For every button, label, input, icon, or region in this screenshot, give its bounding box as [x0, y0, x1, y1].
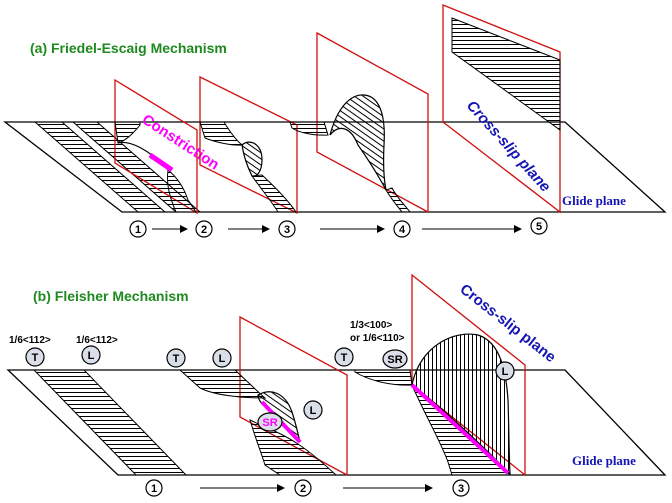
- svg-text:SR: SR: [262, 417, 277, 429]
- glide-plane-label-a: Glide plane: [562, 193, 626, 208]
- svg-text:L: L: [219, 353, 226, 365]
- stage-3-bow-b: [411, 333, 511, 476]
- panel-b-title: (b) Fleisher Mechanism: [33, 288, 189, 304]
- step-circle: [129, 220, 147, 238]
- step-circle: [145, 479, 163, 497]
- stair-rod-highlight-3: [410, 383, 510, 475]
- constriction-highlight: [148, 152, 174, 173]
- stage-5-slipped-band: [451, 17, 561, 131]
- stage-4-bow: [329, 94, 387, 191]
- stage-1-band-a-right: [71, 121, 202, 213]
- step-label: 5: [536, 221, 542, 233]
- step-circle: [294, 479, 312, 497]
- stage-2-ribbon-top: [114, 121, 141, 144]
- svg-text:L: L: [88, 350, 95, 362]
- burgers-vector-top-1: 1/3<100>: [350, 320, 392, 331]
- cross-slip-plane-2: [114, 78, 198, 215]
- partial-t-bubble-3: T: [334, 347, 354, 367]
- partial-l-bubble-3: L: [303, 400, 323, 420]
- partial-l-bubble-2: L: [212, 348, 232, 368]
- step-circle: [393, 220, 411, 238]
- step-circle: [452, 479, 470, 497]
- step-label: 3: [458, 483, 464, 495]
- panel-b: (b) Fleisher Mechanism 1/6<112> 1/6<112>…: [6, 273, 667, 497]
- step-label: 4: [399, 224, 406, 236]
- stage-2-ribbon-bottom: [167, 169, 197, 213]
- svg-text:T: T: [173, 353, 180, 365]
- stage-2-ribbon-b-top: [178, 369, 267, 399]
- step-label: 1: [151, 483, 157, 495]
- stair-rod-bubble-2: SR: [257, 412, 283, 432]
- step-circle: [530, 217, 548, 235]
- svg-text:L: L: [502, 366, 509, 378]
- step-label: 2: [201, 224, 207, 236]
- cross-slip-plane-3: [199, 75, 298, 215]
- step-label: 2: [300, 483, 306, 495]
- glide-plane-label-b: Glide plane: [572, 453, 636, 468]
- panel-a-title: (a) Friedel-Escaig Mechanism: [30, 40, 227, 56]
- stage-3-ribbon-bottom: [251, 174, 297, 213]
- cross-slip-plane-5: [442, 4, 561, 214]
- partial-t-bubble-2: T: [166, 348, 186, 368]
- stage-1-ribbon-b: [32, 369, 188, 476]
- step-sequence-a: 1 2 3 4 5: [129, 217, 548, 238]
- stage-4-ribbon-top: [289, 121, 329, 136]
- panel-a: (a) Friedel-Escaig Mechanism Constrictio…: [3, 4, 667, 238]
- stage-3-ribbon-top: [199, 121, 244, 146]
- step-circle: [195, 220, 213, 238]
- svg-text:SR: SR: [387, 354, 402, 366]
- step-circle: [278, 220, 296, 238]
- svg-text:T: T: [32, 352, 39, 364]
- step-label: 3: [284, 224, 290, 236]
- cross-slip-plane-4: [316, 31, 429, 214]
- cross-slip-plane-b-3: [411, 273, 526, 477]
- step-sequence-b: 1 2 3: [145, 479, 470, 497]
- partial-l-bubble-4: L: [495, 361, 515, 381]
- burgers-vector-top-2: or 1/6<110>: [350, 333, 405, 344]
- svg-text:L: L: [310, 405, 317, 417]
- stage-3-ribbon-b-top: [354, 369, 413, 386]
- stage-4-ribbon-bottom: [385, 187, 412, 213]
- burgers-vector-l-left: 1/6<112>: [76, 335, 118, 346]
- step-label: 1: [135, 224, 141, 236]
- stage-1-band-a-left: [33, 121, 167, 213]
- burgers-vector-t-left: 1/6<112>: [9, 335, 51, 346]
- svg-text:T: T: [341, 352, 348, 364]
- stair-rod-bubble-3: SR: [382, 349, 408, 369]
- partial-t-bubble-1: T: [25, 347, 45, 367]
- partial-l-bubble-1: L: [81, 345, 101, 365]
- stage-3-bulge: [241, 141, 263, 177]
